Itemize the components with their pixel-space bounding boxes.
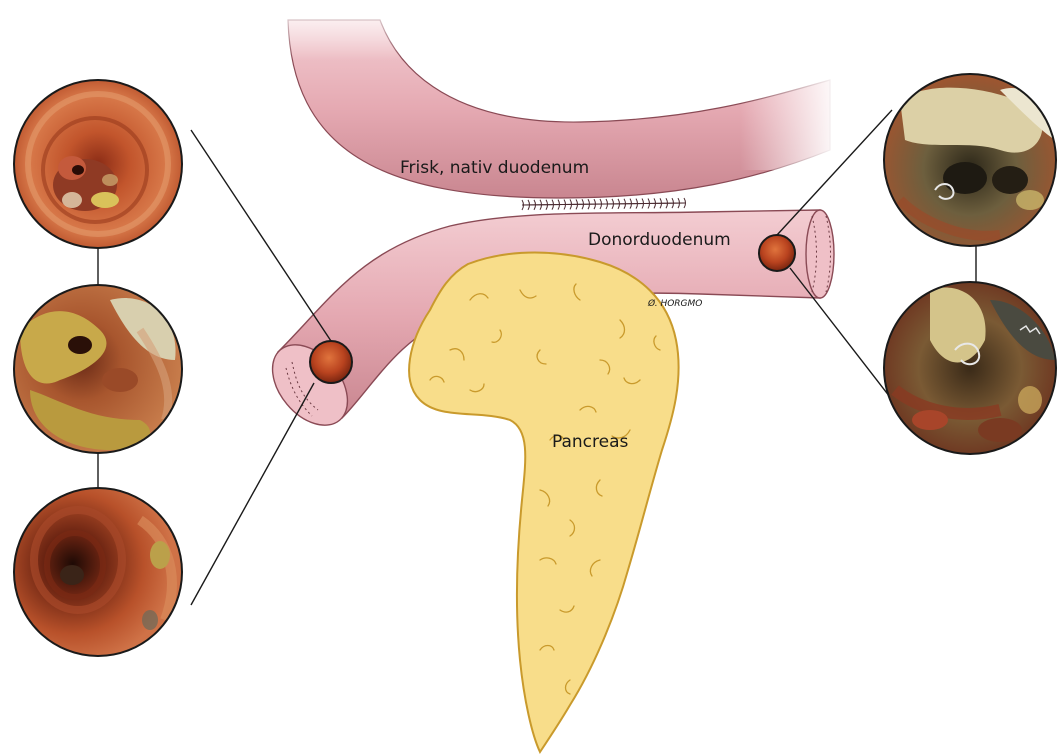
endoscopy-image-right-bottom	[884, 282, 1056, 454]
view-hole-left	[310, 341, 352, 383]
endoscopy-image-left-middle	[14, 285, 182, 453]
view-hole-right	[759, 235, 795, 271]
suture-line	[522, 203, 685, 205]
donor-duodenum-label: Donorduodenum	[588, 230, 731, 250]
endoscopy-image-left-top	[14, 80, 182, 248]
artist-signature: Ø. HORGMO	[647, 298, 702, 309]
native-duodenum-label: Frisk, nativ duodenum	[400, 158, 589, 178]
endoscopy-image-left-bottom	[14, 488, 182, 656]
endoscopy-image-right-top	[884, 74, 1056, 246]
pancreas	[409, 253, 679, 753]
pancreas-label: Pancreas	[552, 432, 629, 452]
